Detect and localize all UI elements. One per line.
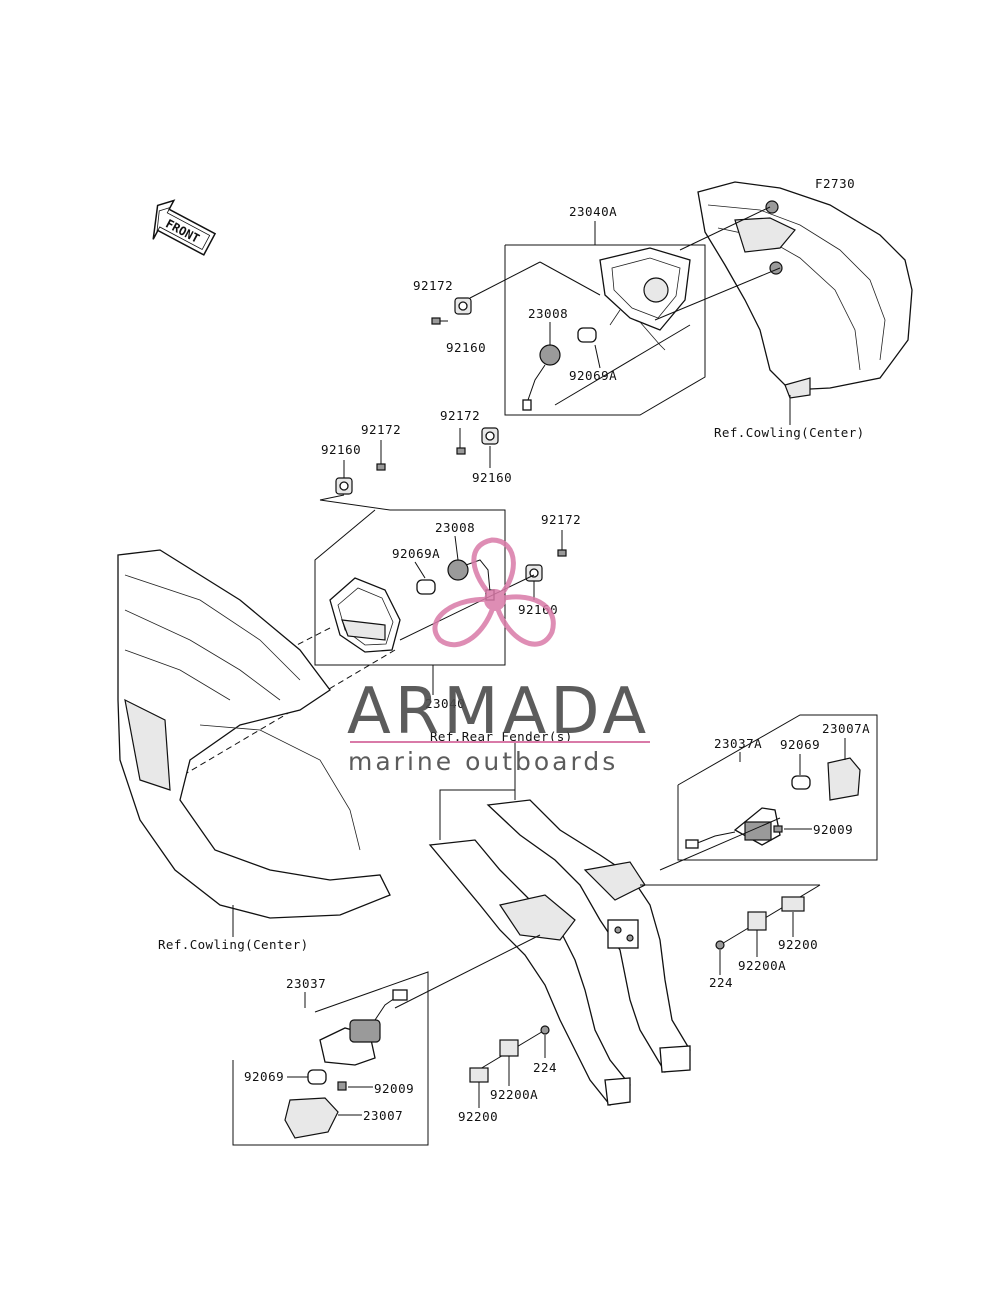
label-92172-b: 92172 (440, 408, 480, 423)
grommet-icon (525, 564, 543, 582)
figure-code: F2730 (815, 176, 855, 191)
label-23007: 23007 (363, 1108, 403, 1123)
label-23040A: 23040A (569, 204, 617, 219)
plate-icon (469, 1025, 550, 1083)
label-92172-d: 92172 (541, 512, 581, 527)
label-23037A: 23037A (714, 736, 762, 751)
grommet-icon (335, 477, 353, 495)
label-23008-mid: 23008 (435, 520, 475, 535)
cowling-center-top-shape (697, 181, 913, 399)
screw-icon (773, 825, 783, 833)
label-92200A-right: 92200A (738, 958, 786, 973)
bulb-icon (577, 327, 597, 343)
front-turn-signal-housing-left (329, 577, 401, 653)
bulb-icon (416, 579, 436, 595)
label-92160-b: 92160 (472, 470, 512, 485)
label-92069-right: 92069 (780, 737, 820, 752)
label-23037: 23037 (286, 976, 326, 991)
label-224-left: 224 (533, 1060, 557, 1075)
plate-icon (715, 896, 805, 950)
label-23007A: 23007A (822, 721, 870, 736)
label-92009-right: 92009 (813, 822, 853, 837)
screw-icon (557, 530, 567, 557)
label-92200-right: 92200 (778, 937, 818, 952)
label-92160-a: 92160 (446, 340, 486, 355)
label-92172-c: 92172 (361, 422, 401, 437)
label-92200A-left: 92200A (490, 1087, 538, 1102)
socket-icon (522, 344, 561, 411)
label-224-right: 224 (709, 975, 733, 990)
label-92200-left: 92200 (458, 1109, 498, 1124)
lens-icon (284, 1097, 339, 1139)
bulb-icon (307, 1069, 327, 1085)
screw-icon (337, 1081, 347, 1091)
label-92172-a: 92172 (413, 278, 453, 293)
cowling-center-left-shape (117, 549, 391, 919)
front-arrow-icon: FRONT (152, 199, 217, 256)
screw-icon (431, 317, 448, 325)
grommet-icon (454, 297, 472, 315)
label-92069-left: 92069 (244, 1069, 284, 1084)
label-23008-top: 23008 (528, 306, 568, 321)
screw-icon (376, 440, 386, 471)
grommet-icon (481, 427, 499, 445)
front-turn-signal-housing-right (599, 247, 691, 351)
screw-icon (456, 428, 466, 455)
rear-turn-signal-body-left (319, 989, 408, 1066)
bulb-icon (791, 775, 811, 790)
armada-logo-icon (432, 537, 556, 648)
label-92069A-top: 92069A (569, 368, 617, 383)
lens-icon (827, 757, 861, 801)
label-92009-left: 92009 (374, 1081, 414, 1096)
rear-fender-shape (428, 799, 691, 1106)
label-23040: 23040 (425, 696, 465, 711)
ref-cowling-center-top: Ref.Cowling(Center) (714, 425, 865, 440)
watermark-brand: ARMADA (347, 675, 650, 749)
ref-cowling-center-left: Ref.Cowling(Center) (158, 937, 309, 952)
rear-turn-signal-body-right (685, 807, 781, 849)
label-92160-c: 92160 (321, 442, 361, 457)
label-92069A-mid: 92069A (392, 546, 440, 561)
ref-rear-fender: Ref.Rear Fender(s) (430, 729, 573, 744)
watermark-tagline: marine outboards (348, 747, 618, 776)
